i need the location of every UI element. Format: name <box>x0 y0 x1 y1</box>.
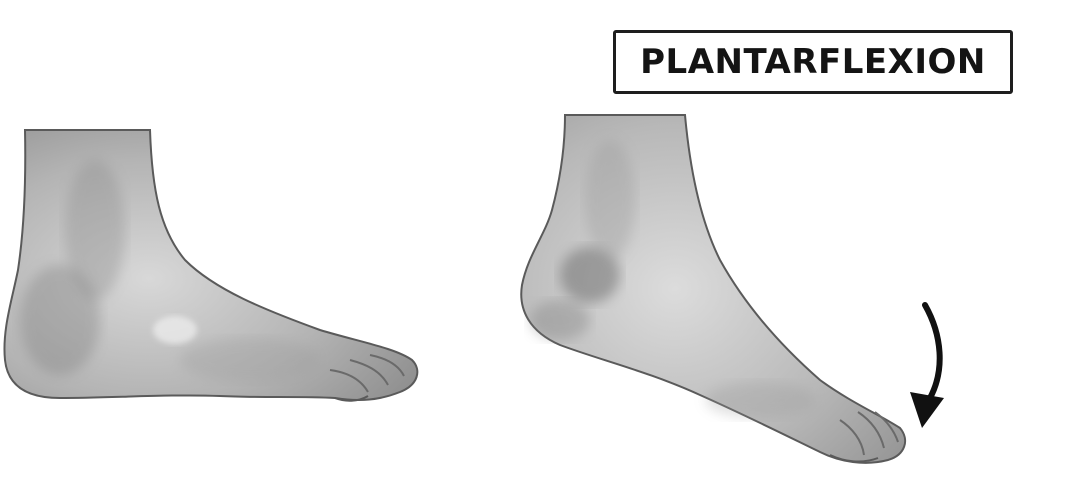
downward-curved-arrow <box>910 302 944 428</box>
plantarflexion-label: PLANTARFLEXION <box>640 42 986 82</box>
plantarflexed-foot <box>520 90 907 464</box>
plantarflexion-label-box: PLANTARFLEXION <box>613 30 1013 94</box>
neutral-foot <box>0 100 419 402</box>
